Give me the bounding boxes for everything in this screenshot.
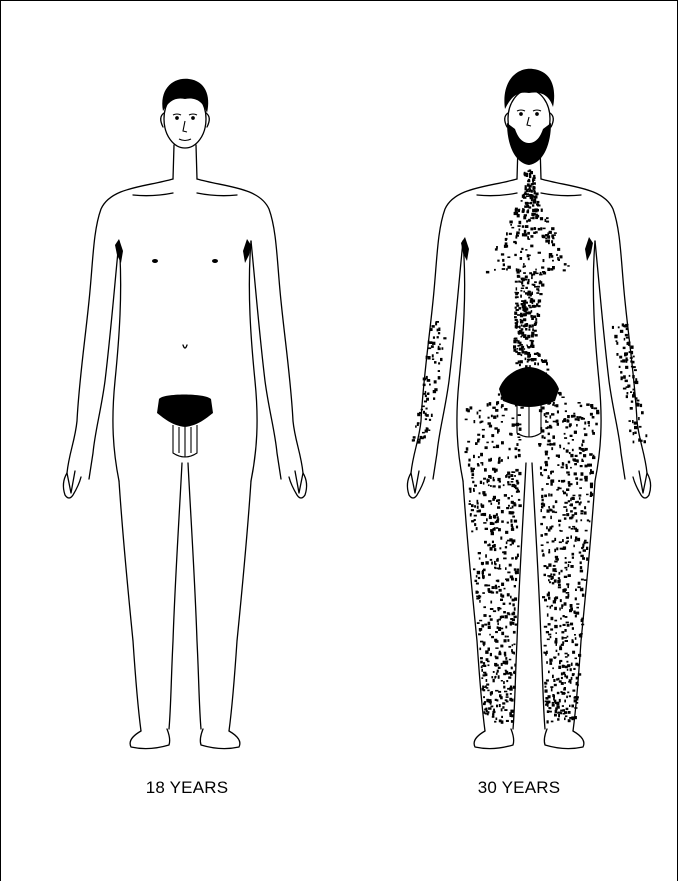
chest-hair (486, 170, 570, 401)
caption-18-years: 18 YEARS (97, 778, 277, 798)
armpit-hair-right (585, 237, 593, 261)
figure-30-years (407, 69, 650, 749)
pubic-hair (157, 395, 213, 428)
pubic-hair (499, 367, 559, 407)
nipple-right (212, 259, 218, 263)
figure-18-years (63, 79, 306, 749)
head-hair (162, 79, 208, 113)
armpit-hair-left (461, 237, 469, 261)
nipple-left (152, 259, 158, 263)
armpit-hair-left (115, 239, 123, 263)
caption-30-years: 30 YEARS (429, 778, 609, 798)
beard (507, 123, 551, 165)
leg-hair (465, 401, 600, 724)
